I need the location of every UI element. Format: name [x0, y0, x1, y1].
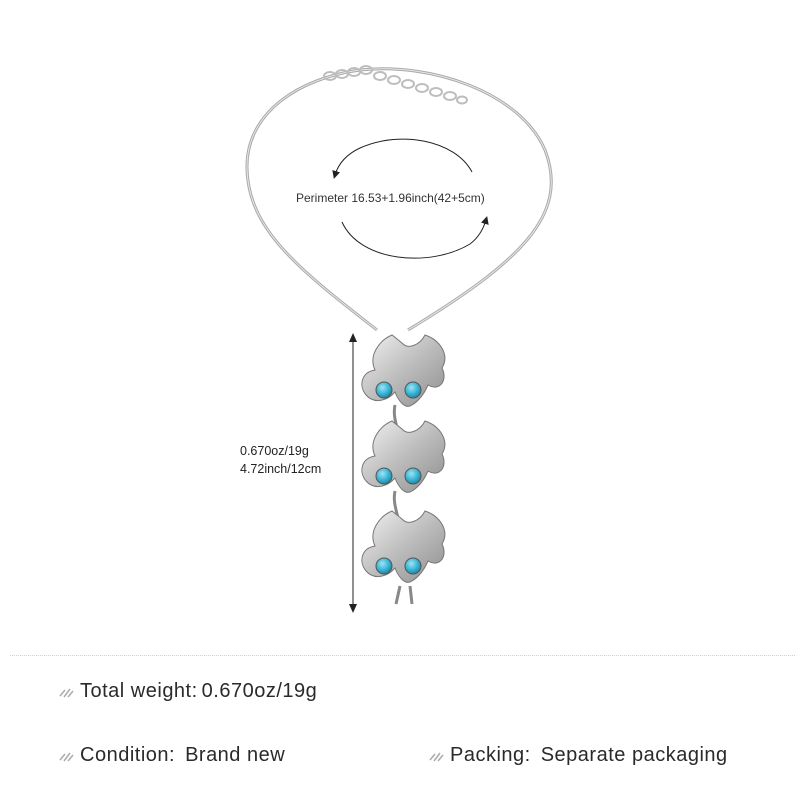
rotation-arrow-top [332, 138, 473, 179]
extender-chain [323, 65, 468, 105]
condition-label: Condition: [80, 744, 176, 766]
pendant-length-label: 4.72inch/12cm [240, 462, 322, 476]
slash-marker-icon [429, 752, 444, 761]
rotation-arrow-bottom [341, 216, 489, 259]
section-divider [10, 655, 795, 656]
total-weight-value: 0.670oz/19g [201, 680, 318, 702]
necklace-chain-highlight [246, 68, 552, 331]
slash-marker-icon [59, 752, 74, 761]
pendant [361, 334, 446, 605]
packing-label: Packing: [450, 744, 531, 766]
slash-marker-icon [59, 688, 74, 697]
packing-value: Separate packaging [540, 744, 728, 766]
perimeter-label: Perimeter 16.53+1.96inch(42+5cm) [296, 191, 485, 205]
condition-row: Condition: Brand new [58, 744, 285, 767]
necklace-illustration [245, 65, 553, 613]
condition-value: Brand new [185, 744, 286, 766]
packing-row: Packing: Separate packaging [428, 744, 728, 767]
pendant-weight-label: 0.670oz/19g [240, 444, 309, 458]
total-weight-label: Total weight: [80, 680, 198, 702]
total-weight-row: Total weight: 0.670oz/19g [58, 680, 317, 703]
length-dimension-line [349, 333, 357, 613]
